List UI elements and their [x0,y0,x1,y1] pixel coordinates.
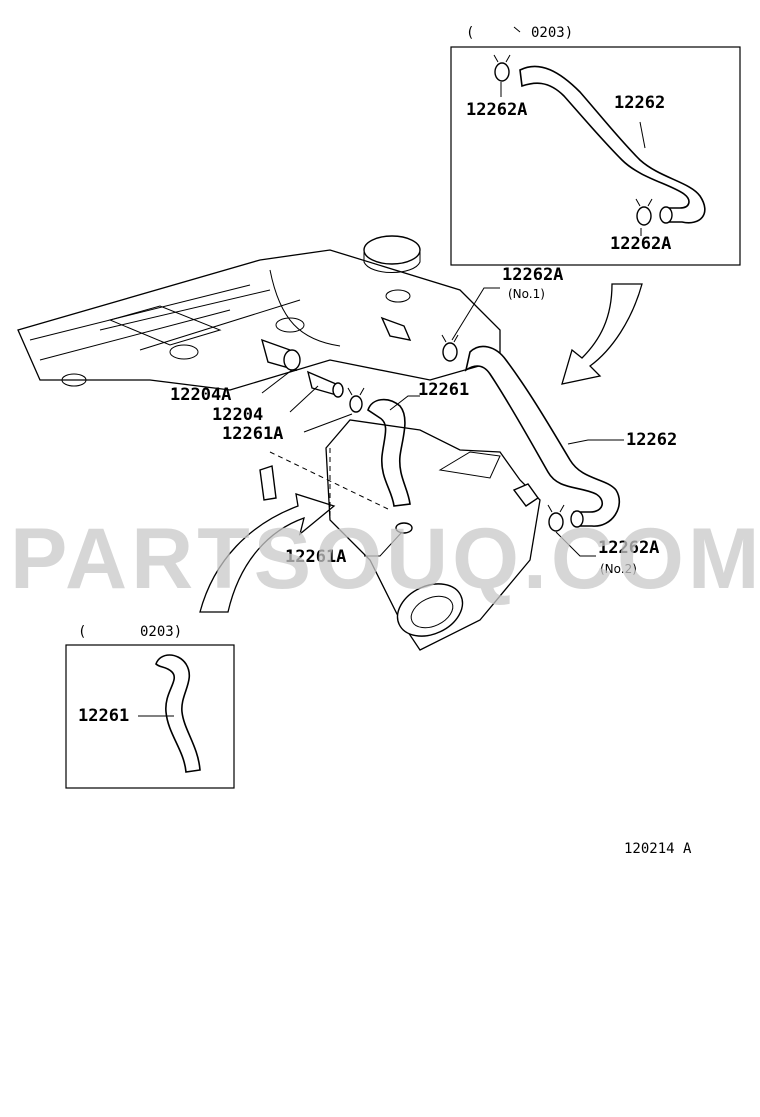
intake-port [396,583,464,637]
leader-gasket [261,369,293,394]
top-inset-range-open: ( [466,25,474,41]
leader-clip-no1 [451,287,500,341]
leader-lines [261,287,624,557]
top-inset-hose-end [659,206,673,224]
arrow-top-to-main [561,283,643,385]
oil-filler-cap [363,235,421,265]
intake-port-inner [410,595,454,629]
leader-clip-no2 [555,531,596,557]
bottom-inset-label-hose: 12261 [78,706,129,726]
top-inset: ( 0203) 12262A 12262 12262A [450,25,741,266]
label-hose-main: 12262 [626,430,677,450]
leader-clip-lower [364,531,403,557]
main-hose-end [570,510,584,528]
top-inset-leader-3 [639,121,646,149]
bottom-inset-frame [65,644,235,789]
label-hose-small: 12261 [418,380,469,400]
main-hose-group [441,334,621,532]
clip-no1-shape [442,342,458,362]
diagram-code: 120214 A [624,841,692,857]
head-cover-boss-1 [169,344,199,360]
top-inset-label-clip-upper: 12262A [466,100,527,120]
clip-no2-ears [547,504,565,513]
label-gasket: 12204A [170,385,231,405]
label-pcv-valve: 12204 [212,405,263,425]
engine-head-cover [17,235,501,391]
head-cover-boss-4 [385,289,411,303]
top-inset-frame [450,46,741,266]
watermark: PARTSOUQ.COM [10,511,760,607]
bottom-inset-range-open: ( [78,624,86,640]
top-inset-label-hose: 12262 [614,93,665,113]
pcv-assembly [260,338,344,398]
label-clip-no2: 12262A [598,538,659,558]
clip-lower-shape [395,522,413,534]
top-inset-label-clip-lower: 12262A [610,234,671,254]
head-cover-recess [108,305,222,346]
label-clip-no1-note: (No.1) [508,287,545,301]
small-hose-group [347,387,413,534]
bottom-inset: ( 0203) 12261 [65,624,235,789]
gasket-12204A-shape [283,349,301,371]
arrow-bottom-to-small [199,493,336,613]
head-cover-boss-2 [275,317,305,333]
label-clip-no1: 12262A [502,265,563,285]
callout-labels: 12262A (No.1) 12204A 12204 12261A 12261 … [170,265,677,576]
small-hose-12261 [367,398,411,507]
clip-no1-ears [441,334,459,343]
top-inset-clip-lower-ears [635,198,653,207]
intake-body-outline [325,419,541,651]
top-inset-range-tick [513,26,521,33]
head-cover-fitting [380,316,412,341]
clip-upper-ears [347,387,365,396]
top-inset-clip-upper [494,62,510,82]
intake-dashed-guides [269,448,391,520]
clip-upper-shape [349,395,363,413]
head-cover-boss-3 [61,373,87,387]
head-cover-outline [17,249,501,391]
top-inset-clip-upper-ears [493,54,511,63]
leader-pcv [289,385,319,413]
top-inset-range-code: 0203) [531,25,573,41]
label-clip-upper: 12261A [222,424,283,444]
leader-hose-small [389,395,420,411]
bracket-stud [259,465,277,501]
intake-body-boss [438,451,501,479]
intake-fitting [512,483,539,507]
intake-assembly [259,419,541,651]
leader-clip-upper [303,413,353,433]
bottom-inset-range-code: 0203) [140,624,182,640]
head-cover-edge [269,269,341,347]
top-inset-clip-lower [636,206,652,226]
oil-filler-cap-side [363,250,421,273]
bottom-inset-hose-12261 [155,654,201,773]
top-inset-hose-12262 [519,65,706,224]
label-clip-lower: 12261A [285,547,346,567]
main-hose-12262 [464,345,621,527]
leader-hose-main [567,439,624,445]
head-cover-ribs [29,284,301,361]
pcv-valve-tip [332,382,344,398]
label-clip-no2-note: (No.2) [600,562,637,576]
clip-no2-shape [548,512,564,532]
